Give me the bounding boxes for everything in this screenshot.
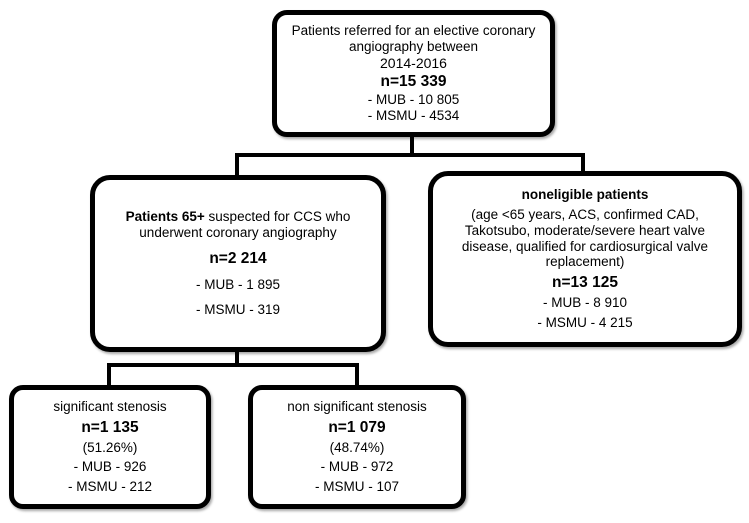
noneligible-mub-count: - MUB - 8 910 [542, 295, 628, 311]
significant-count: n=1 135 [81, 418, 139, 436]
noneligible-criteria: (age <65 years, ACS, confirmed CAD, Tako… [461, 206, 709, 270]
referred-title: Patients referred for an elective corona… [291, 22, 536, 54]
box-referred-patients: Patients referred for an elective corona… [272, 10, 555, 137]
nonsignificant-title: non significant stenosis [287, 399, 427, 415]
eligible-title-bold: Patients 65+ [125, 209, 205, 225]
connector-eligible-stub [235, 349, 239, 367]
connector-drop-nonsignificant [355, 363, 359, 389]
eligible-msmu-count: - MSMU - 319 [195, 302, 280, 318]
significant-msmu-count: - MSMU - 212 [67, 478, 152, 494]
box-noneligible-patients: noneligible patients (age <65 years, ACS… [428, 171, 742, 347]
connector-top-horizontal [235, 153, 585, 157]
referred-msmu-count: - MSMU - 4534 [367, 108, 460, 124]
nonsignificant-msmu-count: - MSMU - 107 [314, 478, 399, 494]
connector-drop-noneligible [581, 153, 585, 175]
eligible-title: Patients 65+ suspected for CCS who under… [119, 209, 357, 241]
referred-count: n=15 339 [380, 72, 447, 90]
connector-top-stub [410, 135, 414, 157]
eligible-title-rest: suspected for CCS who underwent coronary… [139, 209, 351, 240]
significant-mub-count: - MUB - 926 [73, 459, 147, 475]
eligible-count: n=2 214 [209, 249, 267, 267]
nonsignificant-mub-count: - MUB - 972 [320, 459, 394, 475]
connector-bottom-horizontal [107, 363, 359, 367]
nonsignificant-count: n=1 079 [328, 418, 386, 436]
significant-title: significant stenosis [53, 399, 167, 415]
noneligible-title: noneligible patients [521, 187, 649, 203]
box-significant-stenosis: significant stenosis n=1 135 (51.26%) - … [9, 385, 211, 509]
box-eligible-patients: Patients 65+ suspected for CCS who under… [90, 175, 386, 352]
referred-period: 2014-2016 [380, 55, 447, 72]
eligible-mub-count: - MUB - 1 895 [195, 277, 281, 293]
box-nonsignificant-stenosis: non significant stenosis n=1 079 (48.74%… [248, 385, 466, 509]
nonsignificant-percent: (48.74%) [329, 440, 385, 456]
connector-drop-eligible [235, 153, 239, 179]
connector-drop-significant [107, 363, 111, 389]
referred-mub-count: - MUB - 10 805 [367, 91, 460, 107]
noneligible-msmu-count: - MSMU - 4 215 [537, 314, 633, 330]
noneligible-count: n=13 125 [552, 273, 618, 291]
significant-percent: (51.26%) [82, 440, 138, 456]
